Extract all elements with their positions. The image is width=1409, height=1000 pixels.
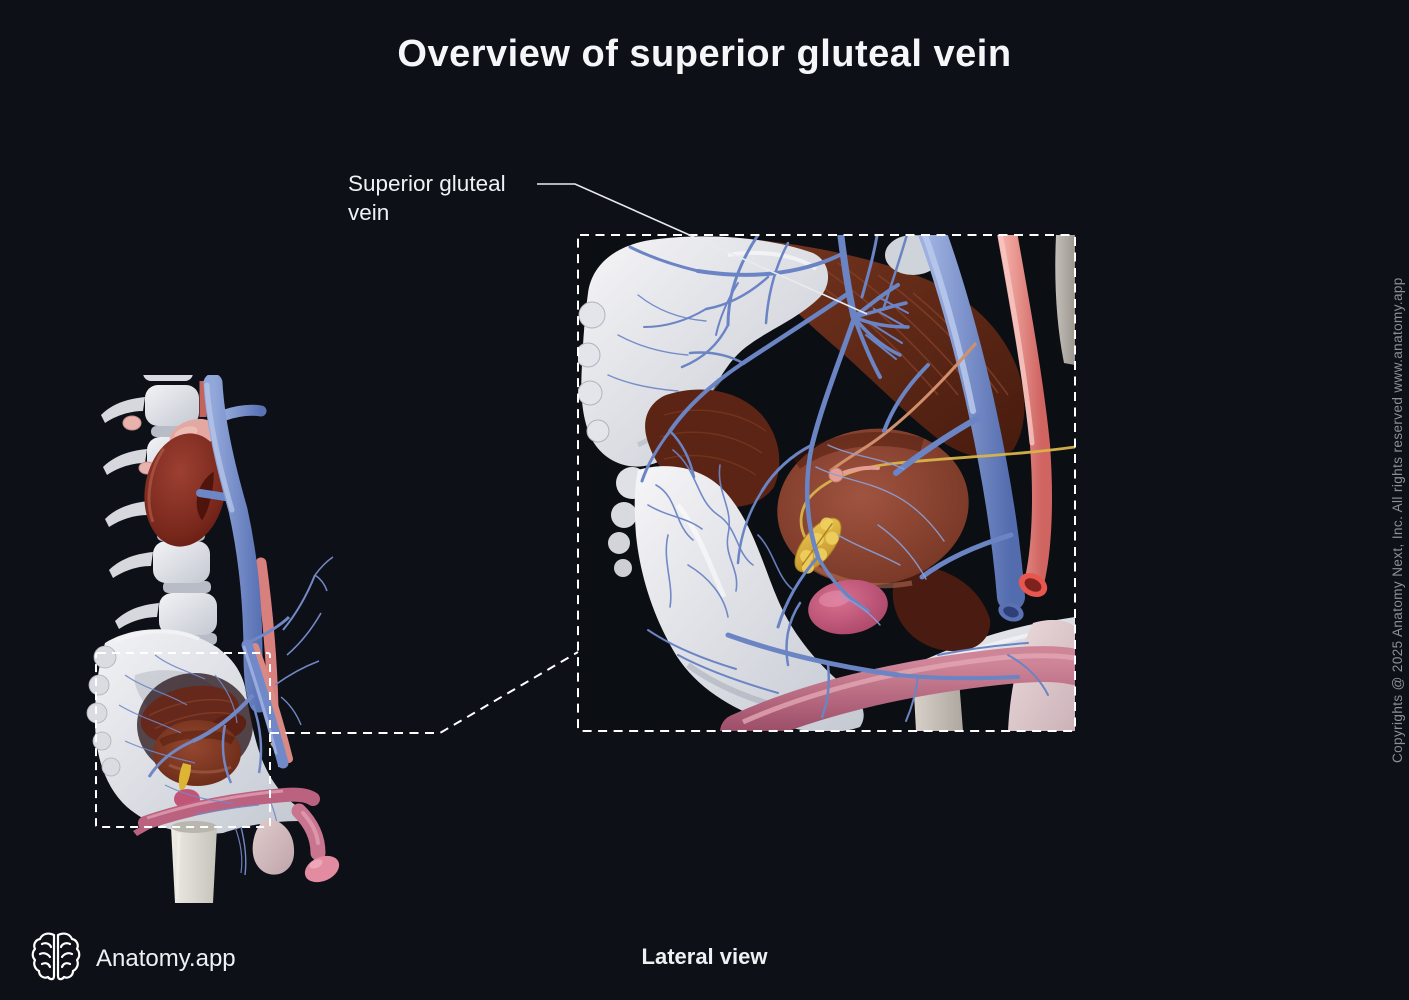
brain-icon	[30, 930, 82, 987]
vein-sprigs	[274, 556, 334, 726]
penis	[291, 803, 340, 883]
annotation-label: Superior gluteal vein	[348, 171, 506, 225]
mini-lateral-figure	[75, 361, 345, 910]
copyright-text: Copyrights @ 2025 Anatomy Next, Inc. All…	[1390, 277, 1405, 763]
brand-footer: Anatomy.app	[30, 930, 236, 987]
zoom-inset-figure	[575, 213, 1093, 750]
view-label: Lateral view	[641, 944, 768, 969]
scrotum	[252, 818, 295, 875]
rib-stub	[122, 415, 142, 431]
brand-name: Anatomy.app	[96, 944, 236, 972]
vein-sprig	[240, 826, 247, 876]
femur	[171, 821, 217, 903]
page-title: Overview of superior gluteal vein	[397, 33, 1012, 75]
